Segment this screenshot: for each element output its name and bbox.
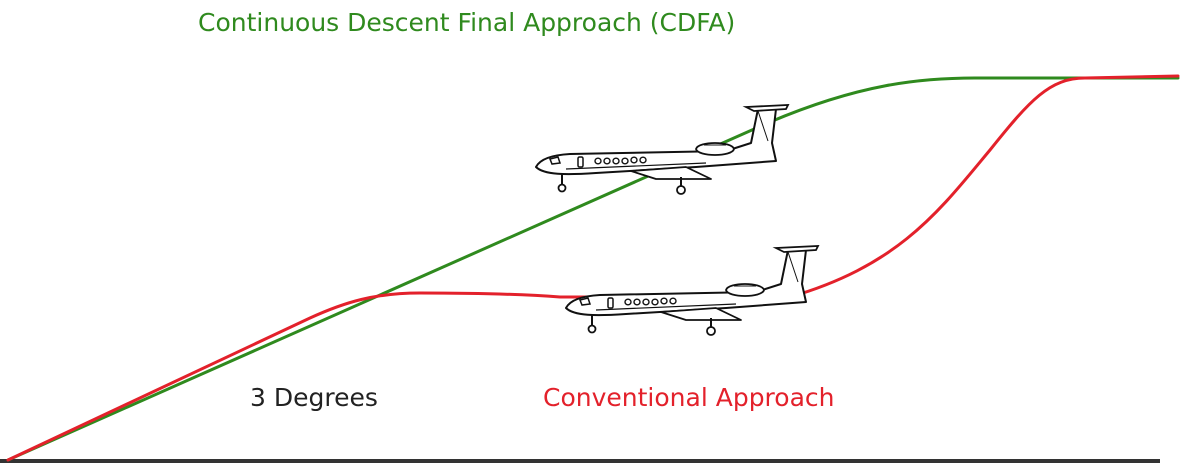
- airplane-icon: [535, 104, 789, 195]
- airplane-icon: [565, 245, 819, 336]
- cdfa-title: Continuous Descent Final Approach (CDFA): [198, 8, 736, 37]
- conventional-approach-label: Conventional Approach: [543, 383, 835, 412]
- three-degrees-label: 3 Degrees: [250, 383, 378, 412]
- conventional-path: [6, 74, 1180, 462]
- cdfa-path: [6, 76, 1180, 462]
